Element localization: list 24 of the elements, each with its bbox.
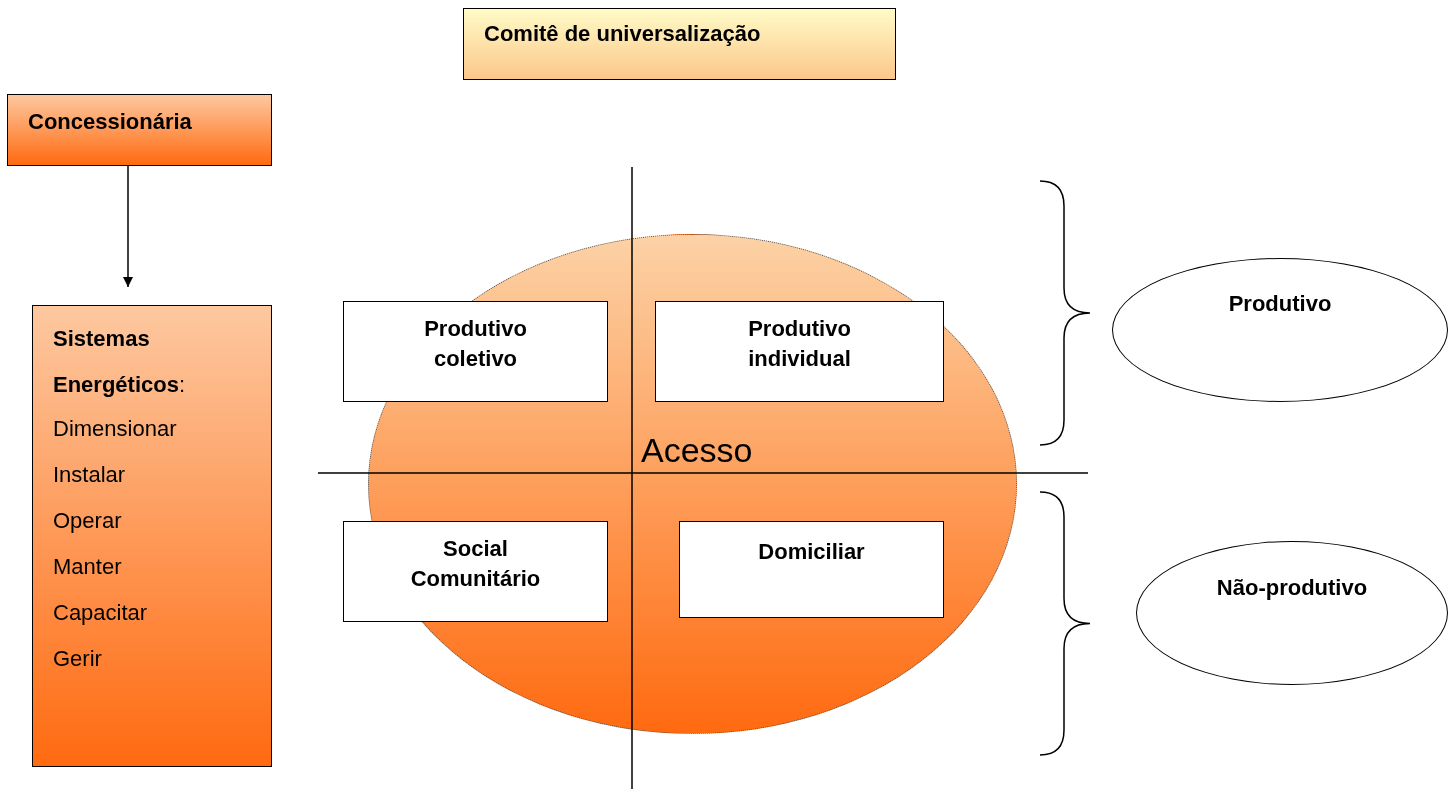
node-label: Social Comunitário <box>409 535 542 593</box>
node-label: Produtivo individual <box>747 315 852 373</box>
list-item: Manter <box>53 554 122 580</box>
list-item: Dimensionar <box>53 416 177 442</box>
node-label: Produtivo coletivo <box>423 315 528 373</box>
category-box <box>655 301 944 402</box>
list-panel <box>32 305 272 767</box>
arrow <box>123 165 133 288</box>
category-box <box>679 521 944 618</box>
node-label: Produtivo <box>1227 290 1333 318</box>
node-label: Comitê de universalização <box>484 21 761 47</box>
node-label: Concessionária <box>28 109 192 135</box>
node-label: Não-produtivo <box>1215 574 1369 602</box>
panel-heading: Sistemas Energéticos: <box>53 325 187 399</box>
category-box <box>343 301 608 402</box>
category-box <box>343 521 608 622</box>
list-item: Gerir <box>53 646 102 672</box>
center-label: Acesso <box>641 431 753 470</box>
process-box <box>7 94 272 166</box>
node-label: Domiciliar <box>757 538 866 566</box>
list-item: Operar <box>53 508 122 534</box>
list-item: Instalar <box>53 462 126 488</box>
title-box <box>463 8 896 80</box>
list-item: Capacitar <box>53 600 148 626</box>
